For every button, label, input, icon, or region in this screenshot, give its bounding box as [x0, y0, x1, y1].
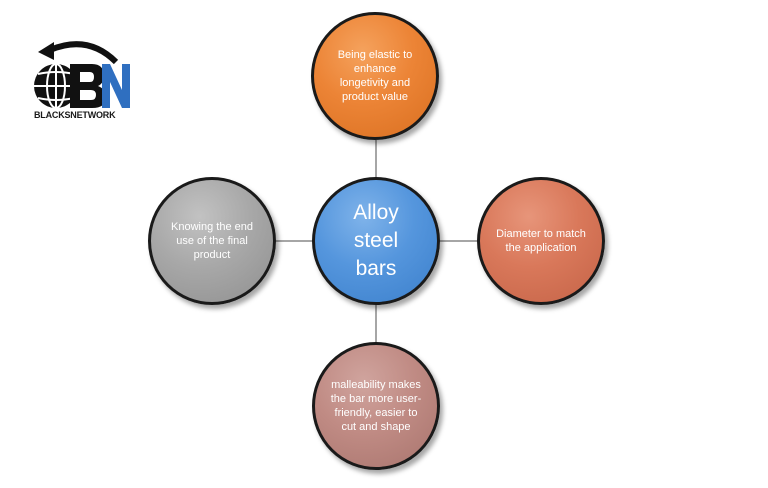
- node-elasticity-label: Being elastic to enhance longetivity and…: [337, 49, 413, 103]
- node-diameter: Diameter to match the application: [477, 177, 605, 305]
- node-malleability: malleability makes the bar more user-fri…: [312, 342, 440, 470]
- blacksnetwork-logo: [34, 41, 130, 109]
- node-center-label: Alloy steel bars: [353, 201, 399, 280]
- node-malleability-label: malleability makes the bar more user-fri…: [330, 379, 422, 433]
- logo-brand-text: BLACKSNETWORK: [34, 110, 116, 120]
- node-elasticity: Being elastic to enhance longetivity and…: [311, 12, 439, 140]
- node-center-alloy-steel-bars: Alloy steel bars: [312, 177, 440, 305]
- node-end-use-label: Knowing the end use of the final product: [171, 221, 253, 261]
- node-end-use: Knowing the end use of the final product: [148, 177, 276, 305]
- node-diameter-label: Diameter to match the application: [496, 228, 586, 254]
- arrow-icon: [38, 42, 54, 60]
